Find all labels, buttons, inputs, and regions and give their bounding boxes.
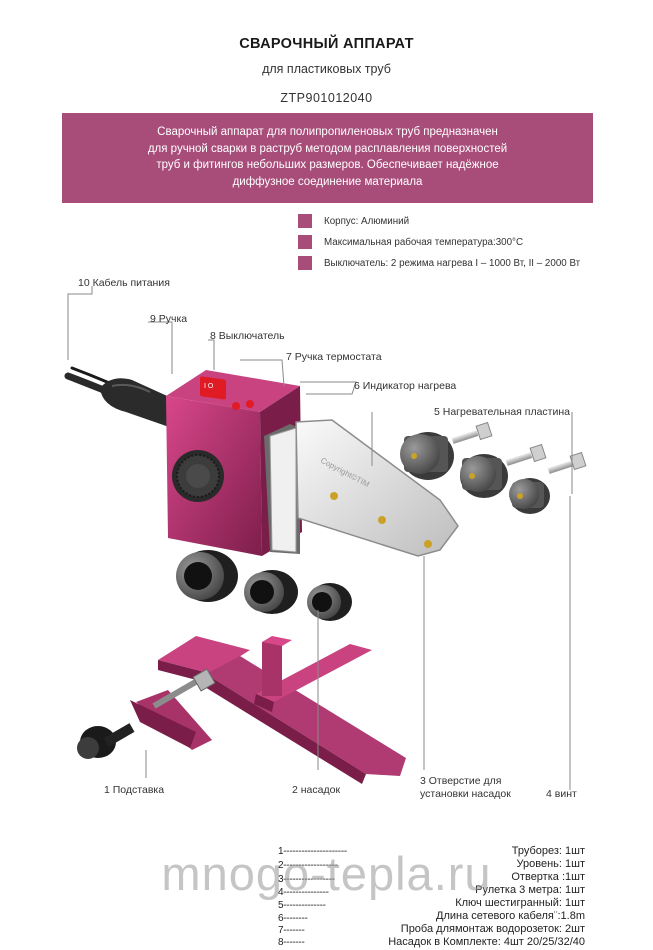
nozzle <box>176 550 238 602</box>
callout-stand: 1 Подставка <box>104 784 165 796</box>
svg-text:I O: I O <box>204 383 214 390</box>
bolt <box>547 451 587 474</box>
kit-item: Уровень: 1шт <box>516 858 585 870</box>
feature-item: Максимальная рабочая температура:300°C <box>298 234 523 250</box>
callout-bolt: 4 винт <box>546 788 577 800</box>
callout-power-cable: 10 Кабель питания <box>78 277 170 289</box>
bolt <box>451 421 493 444</box>
nozzle <box>244 570 298 614</box>
description-banner: Сварочный аппарат для полипропиленовых т… <box>62 113 593 203</box>
callout-nozzle-hole-2: установки насадок <box>420 788 511 800</box>
callout-nozzle-hole: 3 Отверстие для <box>420 775 502 787</box>
kit-dash: 7------- <box>278 925 305 936</box>
bullet-square-icon <box>298 235 312 249</box>
callout-handle: 9 Ручка <box>150 313 188 325</box>
kit-item: Насадок в Комплекте: 4шт 20/25/32/40 <box>388 936 585 948</box>
bullet-square-icon <box>298 256 312 270</box>
bullet-square-icon <box>298 214 312 228</box>
kit-dash: 5-------------- <box>278 900 326 911</box>
feature-text: Выключатель: 2 режима нагрева I – 1000 В… <box>324 257 581 269</box>
nozzle <box>509 478 550 514</box>
product-code: ZTP901012040 <box>280 91 373 105</box>
kit-item: Ключ шестигранный: 1шт <box>455 897 585 909</box>
heating-plate: Copyright©TIM <box>295 419 459 557</box>
kit-dash: 4--------------- <box>278 887 329 898</box>
kit-dash: 8------- <box>278 937 305 948</box>
description-line: для ручной сварки в раструб методом расп… <box>147 142 508 155</box>
callout-switch: 8 Выключатель <box>210 330 285 342</box>
power-switch <box>200 376 226 400</box>
nozzle-hole <box>378 516 386 524</box>
nozzle-hole <box>424 540 432 548</box>
neck <box>264 424 300 554</box>
watermark: mnogo-tepla.ru <box>161 847 492 900</box>
bolt <box>505 443 547 466</box>
kit-item: Отвертка :1шт <box>511 871 585 883</box>
heat-indicator-icon <box>246 400 254 408</box>
callout-nozzle: 2 насадок <box>292 784 341 796</box>
nozzle-hole <box>330 492 338 500</box>
heat-indicator-icon <box>232 402 240 410</box>
callout-heat-indicator: 6 Индикатор нагрева <box>354 380 457 392</box>
kit-dash: 2------------------ <box>278 860 338 871</box>
kit-dash: 6-------- <box>278 913 308 924</box>
callout-heating-plate: 5 Нагревательная пластина <box>434 406 570 418</box>
handle <box>100 378 181 428</box>
feature-text: Корпус: Алюминий <box>324 215 410 227</box>
description-line: Сварочный аппарат для полипропиленовых т… <box>157 126 498 138</box>
page-subtitle: для пластиковых труб <box>262 62 391 76</box>
kit-item: Проба длямонтаж водорозеток: 2шт <box>400 923 585 935</box>
kit-item: Длина сетевого кабеля¨:1.8m <box>436 910 585 922</box>
kit-item: Рулетка 3 метра: 1шт <box>475 884 585 896</box>
feature-item: Корпус: Алюминий <box>298 213 409 229</box>
feature-text: Максимальная рабочая температура:300°C <box>324 236 524 248</box>
kit-item: Труборез: 1шт <box>511 845 585 857</box>
stand <box>77 636 406 784</box>
feature-item: Выключатель: 2 режима нагрева I – 1000 В… <box>298 255 580 271</box>
welding-machine-illustration: I O Copyright©TIM <box>64 286 587 790</box>
leader-lines <box>67 286 573 790</box>
kit-dash: 1--------------------- <box>278 846 347 857</box>
nozzle <box>307 583 352 621</box>
nozzle <box>460 454 508 498</box>
page-title: СВАРОЧНЫЙ АППАРАТ <box>239 36 414 52</box>
description-line: труб и фитингов небольших размеров. Обес… <box>156 159 499 171</box>
callout-thermostat-knob: 7 Ручка термостата <box>286 351 382 363</box>
description-line: диффузное соединение материала <box>232 175 423 188</box>
nozzle <box>400 432 454 480</box>
kit-dash: 3----------------- <box>278 874 335 885</box>
